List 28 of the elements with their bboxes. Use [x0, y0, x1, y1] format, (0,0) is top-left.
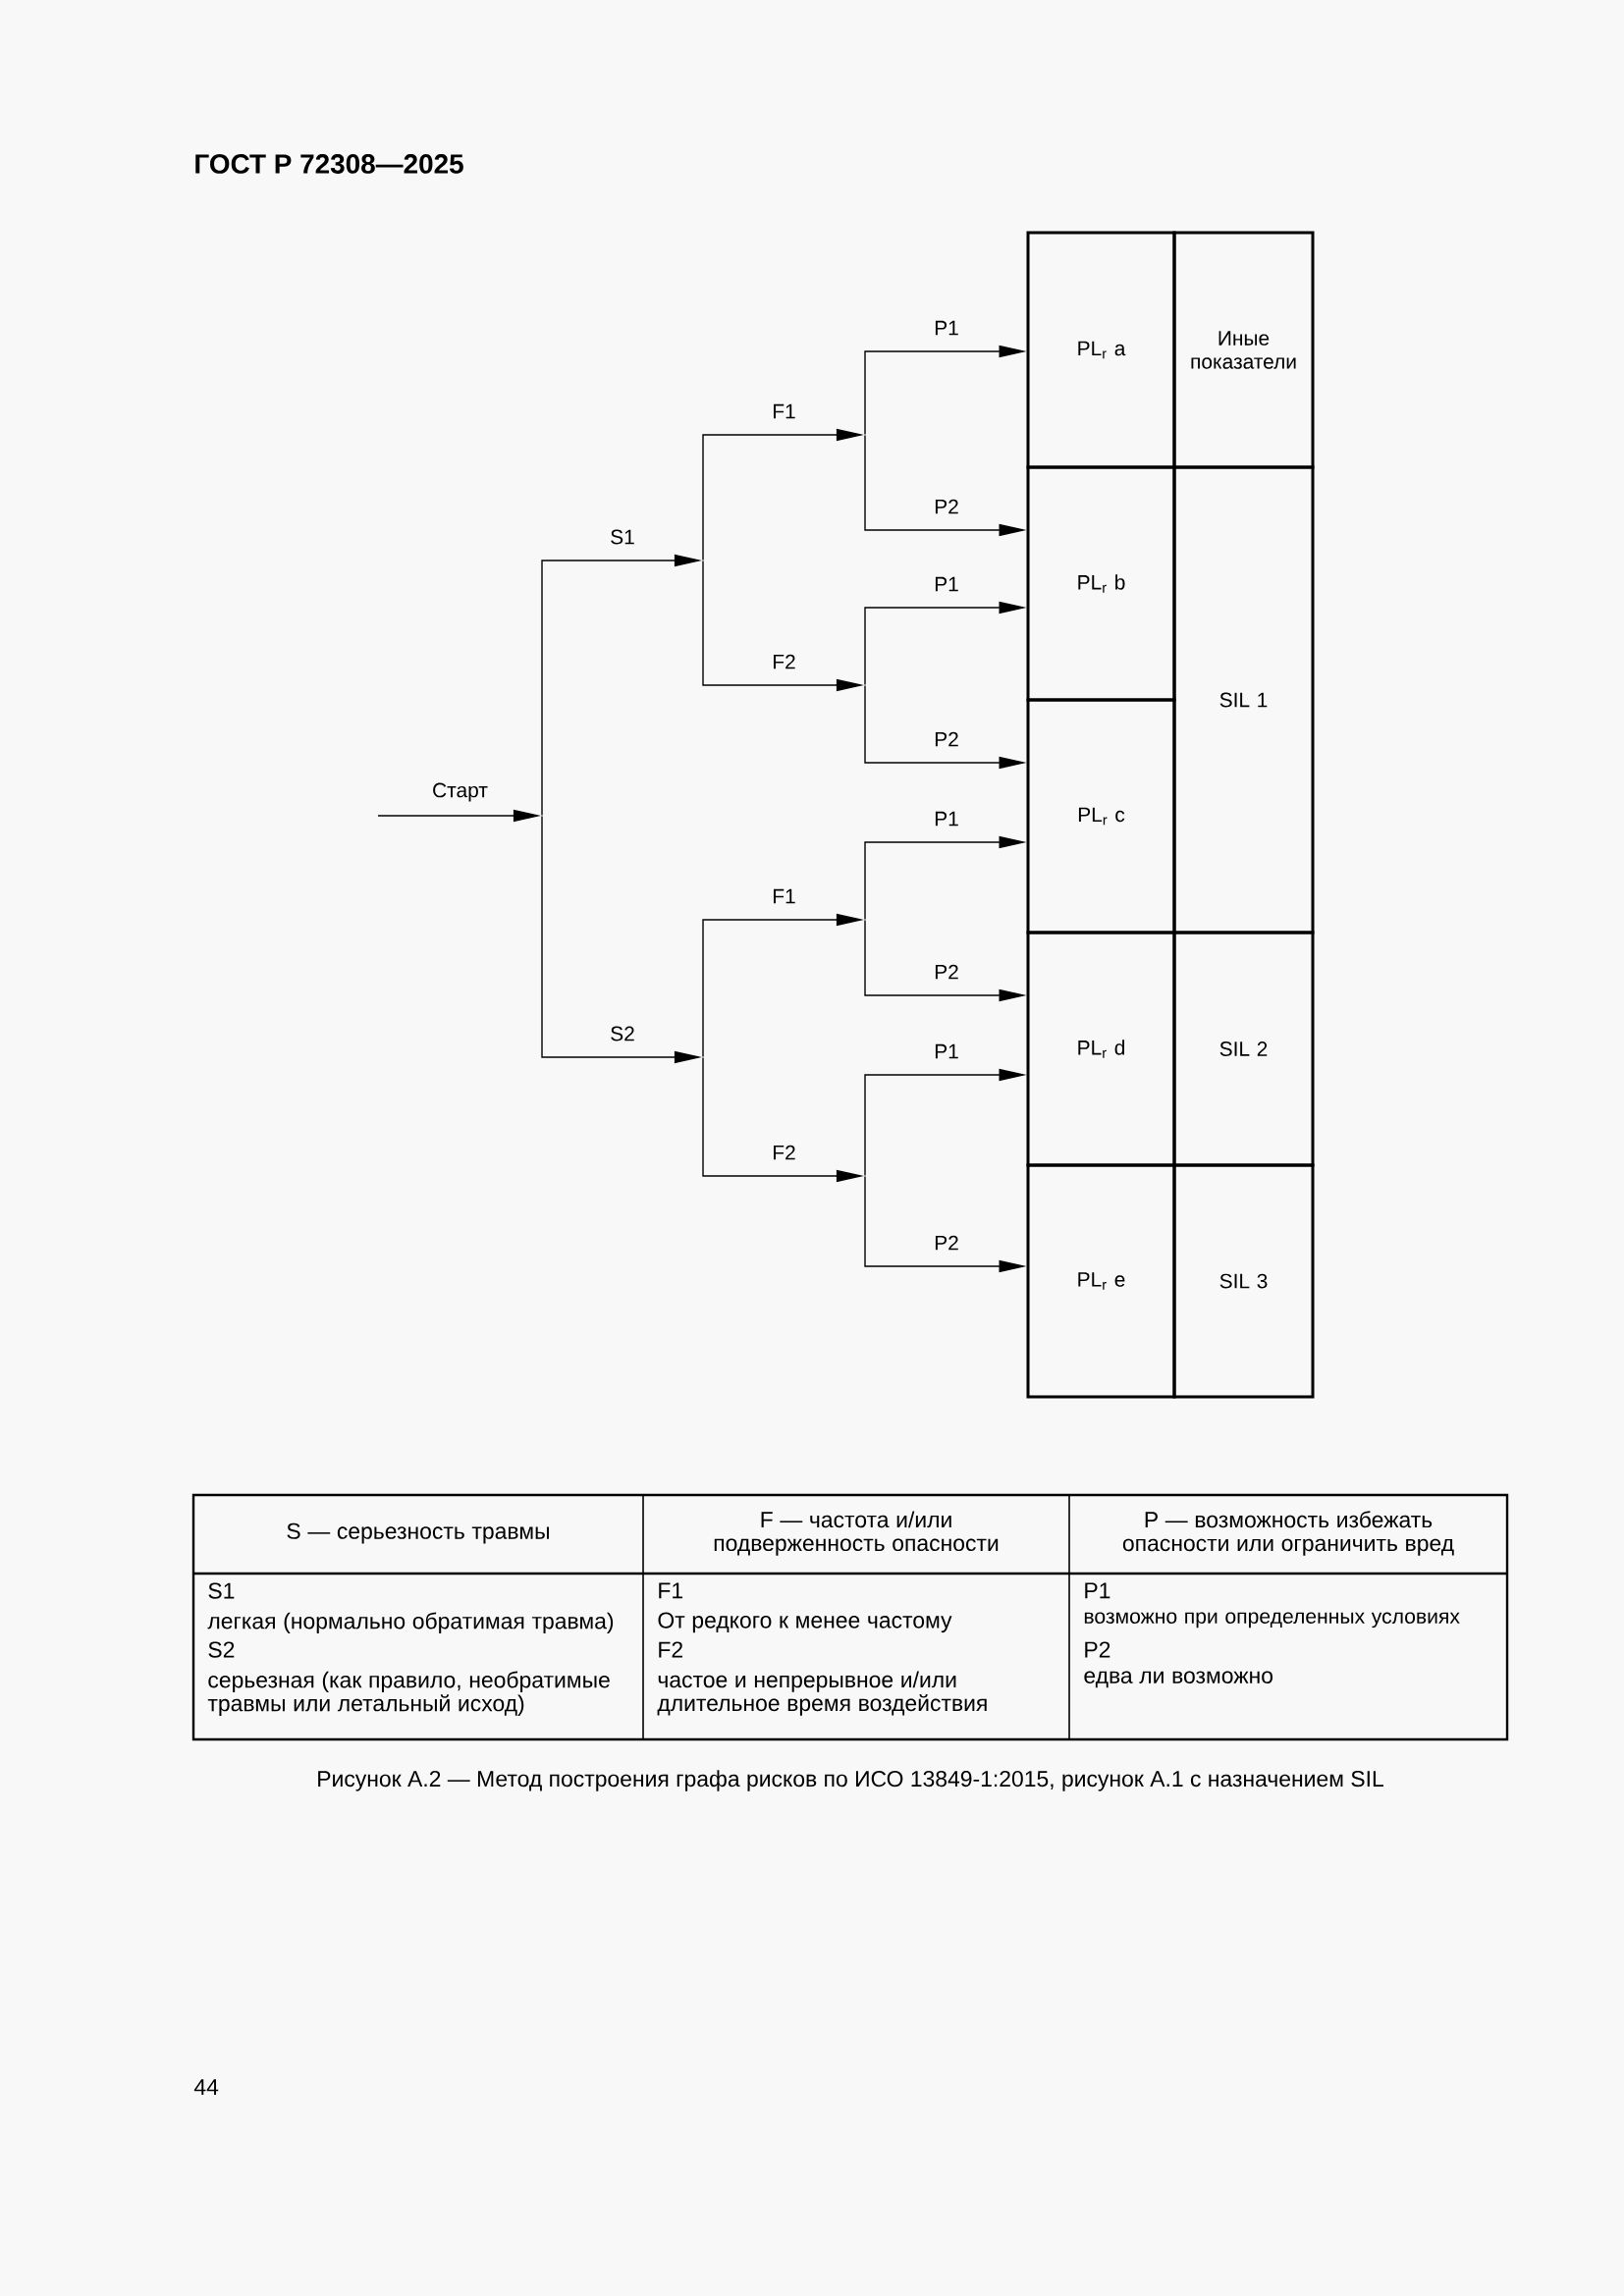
table-text: P2	[1085, 1641, 1110, 1658]
figure-caption: Рисунок А.2 — Метод построения графа рисков по ИСО 13849-1:2015, рисунок А.1 с назначением SIL	[318, 1770, 1383, 1791]
table-text: возможно при определенных условиях	[1084, 1612, 1460, 1629]
result-cell: PL$_{r}$ b	[1026, 465, 1176, 702]
result-cell: SIL 1	[1172, 465, 1315, 934]
page-header: ГОСТ Р 72308—2025	[195, 154, 463, 174]
table-text: частое и непрерывное и/или длительное время воздействия	[657, 1671, 987, 1716]
table-text: S1	[208, 1582, 235, 1599]
result-cell: SIL 2	[1172, 931, 1315, 1167]
result-cell: PL$_{r}$ a	[1026, 231, 1176, 469]
edge-label: Старт	[430, 780, 490, 804]
table-text: F1	[659, 1582, 683, 1599]
table-text: легкая (нормально обратимая травма)	[207, 1612, 614, 1633]
result-cell: Иные показатели	[1172, 231, 1315, 469]
table-text: P1	[1085, 1582, 1110, 1599]
table-text: От редкого к менее частому	[658, 1612, 952, 1633]
table-header: P — возможность избежать опасности или ограничить вред	[1122, 1511, 1454, 1556]
result-cell: SIL 3	[1172, 1163, 1315, 1399]
table-text: F2	[659, 1641, 682, 1658]
table-text: S2	[208, 1641, 235, 1658]
table-text: едва ли возможно	[1084, 1671, 1272, 1688]
page-number: 44	[193, 2079, 219, 2095]
table-text: серьезная (как правило, необратимые травмы или летальный исход)	[207, 1671, 610, 1716]
table-header: S — серьезность травмы	[287, 1522, 549, 1544]
table-header: F — частота и/или подверженность опасности	[714, 1511, 999, 1556]
result-cell: PL$_{r}$ d	[1026, 931, 1176, 1167]
result-cell: PL$_{r}$ e	[1026, 1163, 1176, 1399]
result-cell: PL$_{r}$ c	[1026, 698, 1176, 934]
